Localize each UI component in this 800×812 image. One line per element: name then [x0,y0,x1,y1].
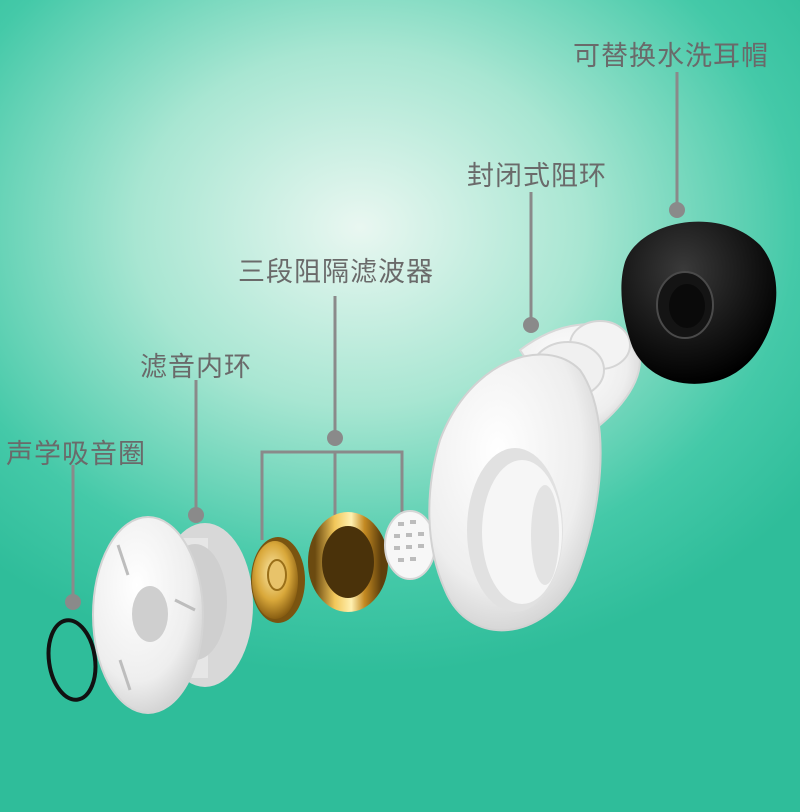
label-acoustic-foam: 声学吸音圈 [6,439,146,470]
leader-dots [65,202,685,610]
inner-ring-part [92,516,253,714]
label-sealed-ring: 封闭式阻环 [467,161,607,192]
label-inner-ring: 滤音内环 [140,352,252,383]
acoustic-ring-part [46,618,98,702]
replaceable-cap-part [621,221,777,384]
perforated-disc-part [384,510,436,580]
earplug-body-part [428,320,642,632]
gold-disc-part [251,537,305,623]
gold-ring-part [308,512,388,612]
label-three-stage-filter: 三段阻隔滤波器 [238,257,434,288]
label-replaceable-cap: 可替换水洗耳帽 [573,41,769,72]
leader-lines [71,72,679,602]
